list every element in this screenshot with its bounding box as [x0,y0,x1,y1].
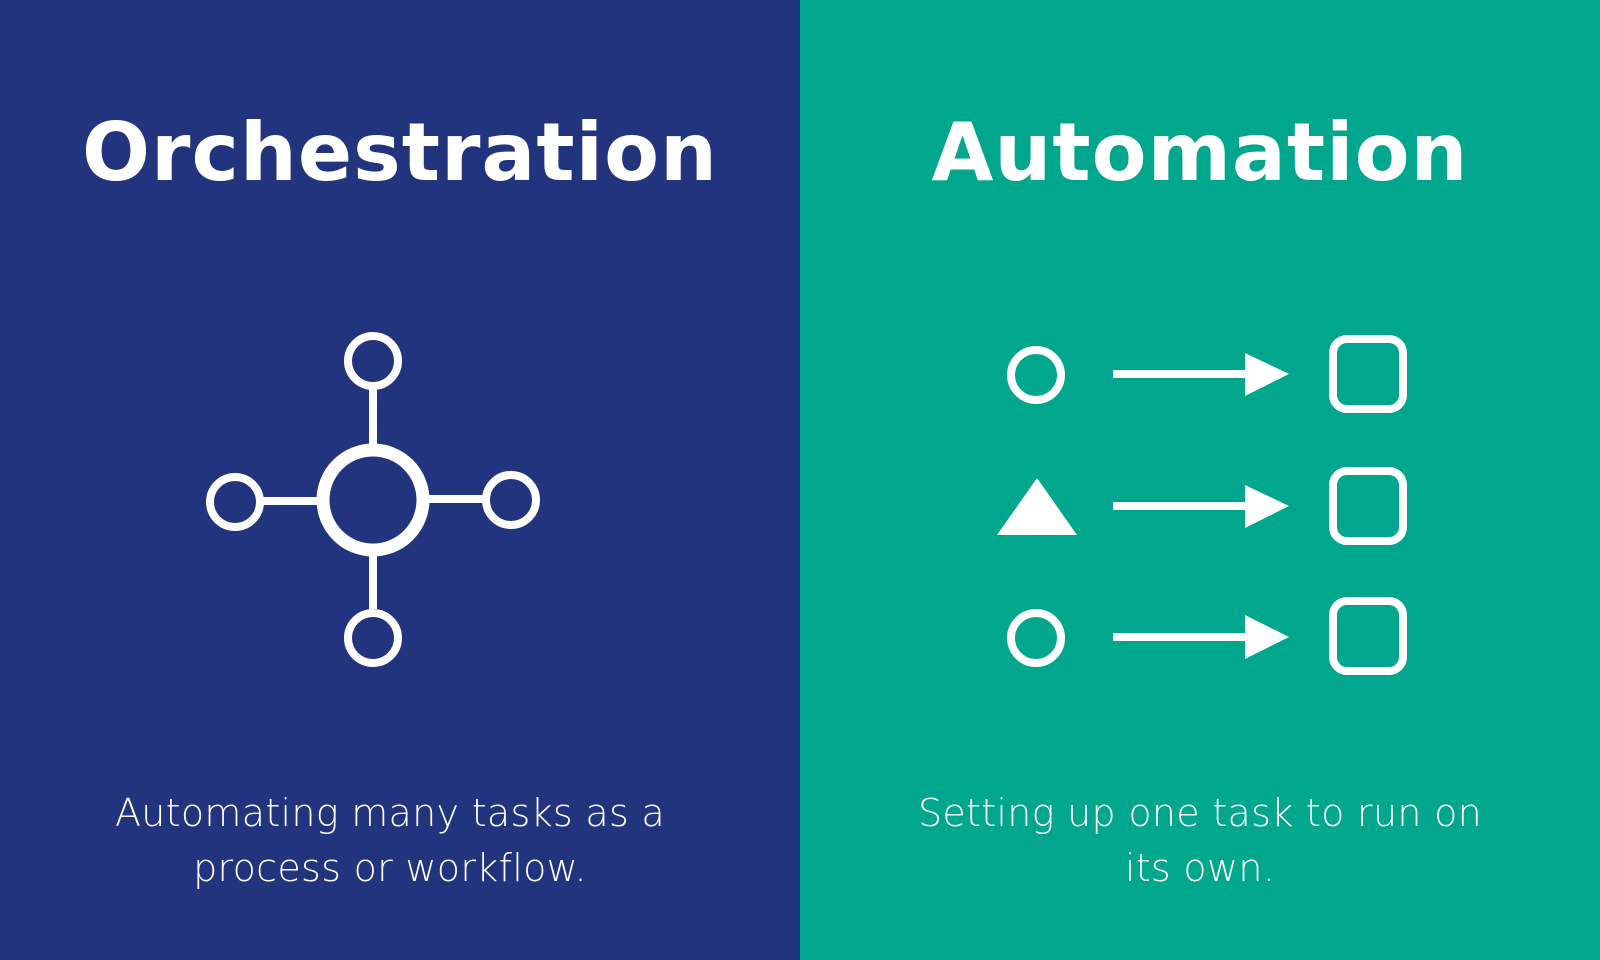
hub-network-icon [206,332,540,667]
automation-panel: Automation Setting up [800,0,1600,960]
orchestration-panel: Orchestration Automating many tasks as a… [0,0,800,960]
arrowhead-icon [1245,485,1289,528]
orchestration-caption: Automating many tasks as a process or wo… [114,791,666,890]
automation-title: Automation [931,106,1469,199]
arrowhead-icon [1245,353,1289,396]
hub-circle [316,443,430,557]
node-bottom [344,609,402,667]
triangle-input-icon [997,478,1077,535]
node-left [206,473,264,531]
shape-to-square-arrows-icon [997,335,1407,675]
square-output-icon [1329,467,1407,545]
circle-input-icon [1007,609,1065,667]
node-top [344,332,402,390]
orchestration-title: Orchestration [82,106,718,199]
node-right [482,471,540,529]
square-output-icon [1329,335,1407,413]
square-output-icon [1329,597,1407,675]
automation-caption: Setting up one task to run on its own. [917,791,1483,890]
arrowhead-icon [1245,615,1289,659]
circle-input-icon [1007,346,1065,404]
